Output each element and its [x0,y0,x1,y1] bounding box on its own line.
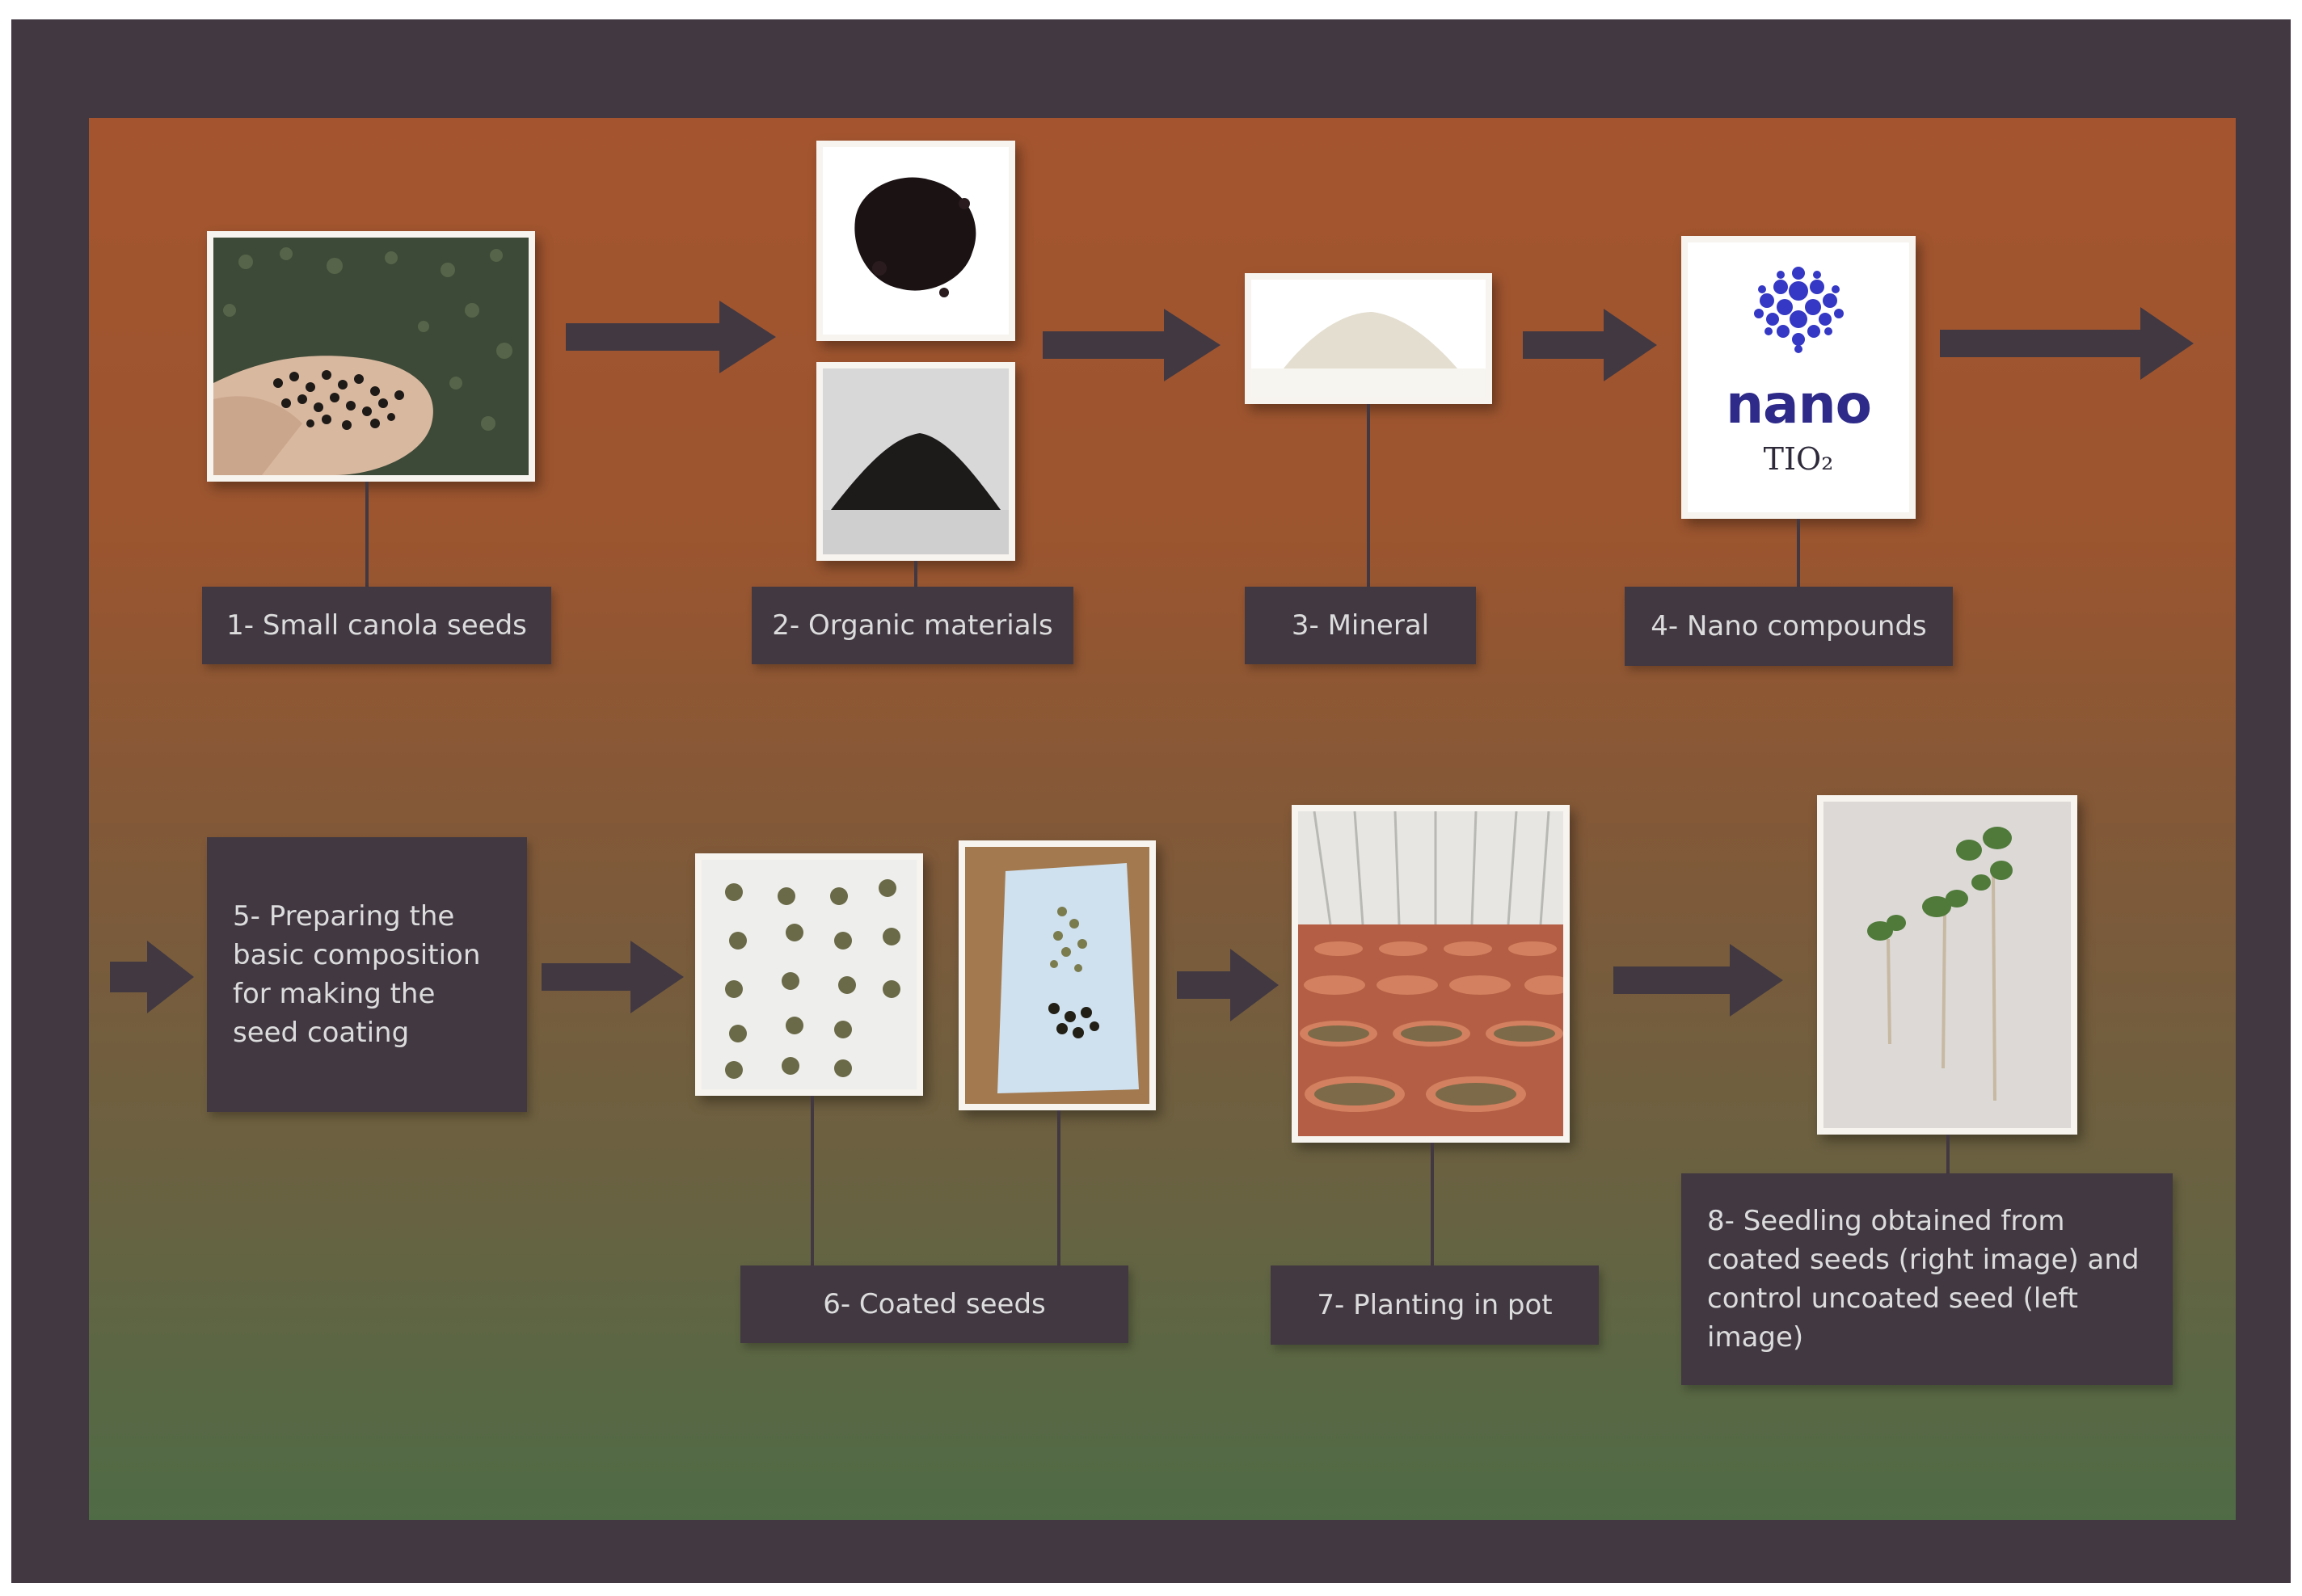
arrow-4-continue [1940,307,2194,380]
photo-organic-material-1 [816,141,1015,341]
label-step-2: 2- Organic materials [752,587,1073,664]
label-step-7: 7- Planting in pot [1271,1265,1599,1345]
arrow-3-to-4 [1523,309,1657,381]
photo-planting-pots [1292,805,1570,1143]
arrow-7-to-8 [1613,944,1783,1017]
arrow-6-to-7 [1177,949,1279,1021]
arrow-into-step-5 [110,941,194,1013]
photo-nano-tio2: nano TIO₂ [1681,236,1916,519]
label-step-8: 8- Seedling obtained from coated seeds (… [1681,1173,2173,1385]
connector-step-1 [365,482,369,587]
label-step-6: 6- Coated seeds [740,1265,1128,1343]
label-step-5: 5- Preparing the basic composition for m… [207,837,527,1112]
photo-seedlings [1817,795,2077,1135]
photo-organic-material-2 [816,362,1015,561]
photo-mineral [1245,273,1492,404]
photo-canola-seeds [207,231,535,482]
connector-step-6b [1057,1110,1060,1265]
arrow-5-to-6 [542,941,684,1013]
photo-coated-seeds-1 [695,853,923,1096]
arrow-1-to-2 [566,301,776,373]
connector-step-3 [1367,404,1370,587]
arrow-2-to-3 [1043,309,1221,381]
photo-coated-seeds-2 [959,840,1156,1110]
connector-step-6a [811,1096,814,1265]
connector-step-7 [1431,1143,1434,1265]
label-step-3: 3- Mineral [1245,587,1476,664]
connector-step-2 [914,561,917,587]
connector-step-4 [1797,519,1800,588]
nano-logo-word: nano [1726,373,1872,436]
nano-logo-compound: TIO₂ [1763,441,1834,477]
label-step-4: 4- Nano compounds [1625,587,1953,666]
connector-step-8 [1946,1135,1950,1173]
label-step-1: 1- Small canola seeds [202,587,551,664]
